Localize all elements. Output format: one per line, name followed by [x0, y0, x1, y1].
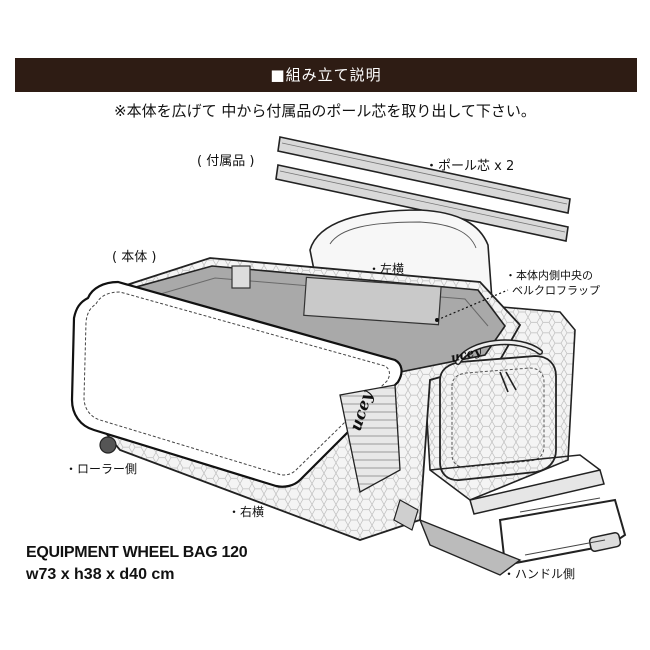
- label-pole-core: ・ポール芯 x 2: [425, 159, 515, 174]
- product-name: EQUIPMENT WHEEL BAG 120: [26, 544, 248, 561]
- bag-lid: [70, 280, 403, 488]
- side-strap-panel: [339, 384, 401, 493]
- product-dimensions: w73 x h38 x d40 cm: [26, 566, 175, 583]
- pole-core-2: [275, 164, 569, 242]
- roller-wheel: [99, 436, 117, 454]
- velcro-flap: [303, 276, 442, 326]
- zipper-pulls: [499, 371, 517, 393]
- label-handle-side: ・ハンドル側: [503, 567, 576, 581]
- instruction-text: ※本体を広げて 中から付属品のポール芯を取り出して下さい。: [114, 102, 536, 120]
- label-roller-side: ・ローラー側: [65, 462, 138, 476]
- telescopic-handle: [429, 454, 627, 567]
- section-header: ■組み立て説明: [15, 58, 637, 92]
- label-accessories: ( 付属品 ): [197, 154, 255, 169]
- side-buckle: [393, 499, 419, 531]
- label-left-side: ・左横: [368, 262, 405, 276]
- velcro-leader-line: [436, 289, 509, 321]
- label-velcro-line1: ・本体内側中央の: [505, 269, 593, 282]
- front-pocket: [439, 355, 557, 481]
- label-body: ( 本体 ): [112, 250, 157, 265]
- base-strap: [418, 518, 522, 576]
- section-title: ■組み立て説明: [270, 66, 382, 84]
- label-velcro-line2: ベルクロフラップ: [512, 284, 600, 297]
- interior-tab: [231, 265, 251, 289]
- label-right-side: ・右横: [228, 505, 265, 519]
- pole-core-1: [277, 136, 571, 214]
